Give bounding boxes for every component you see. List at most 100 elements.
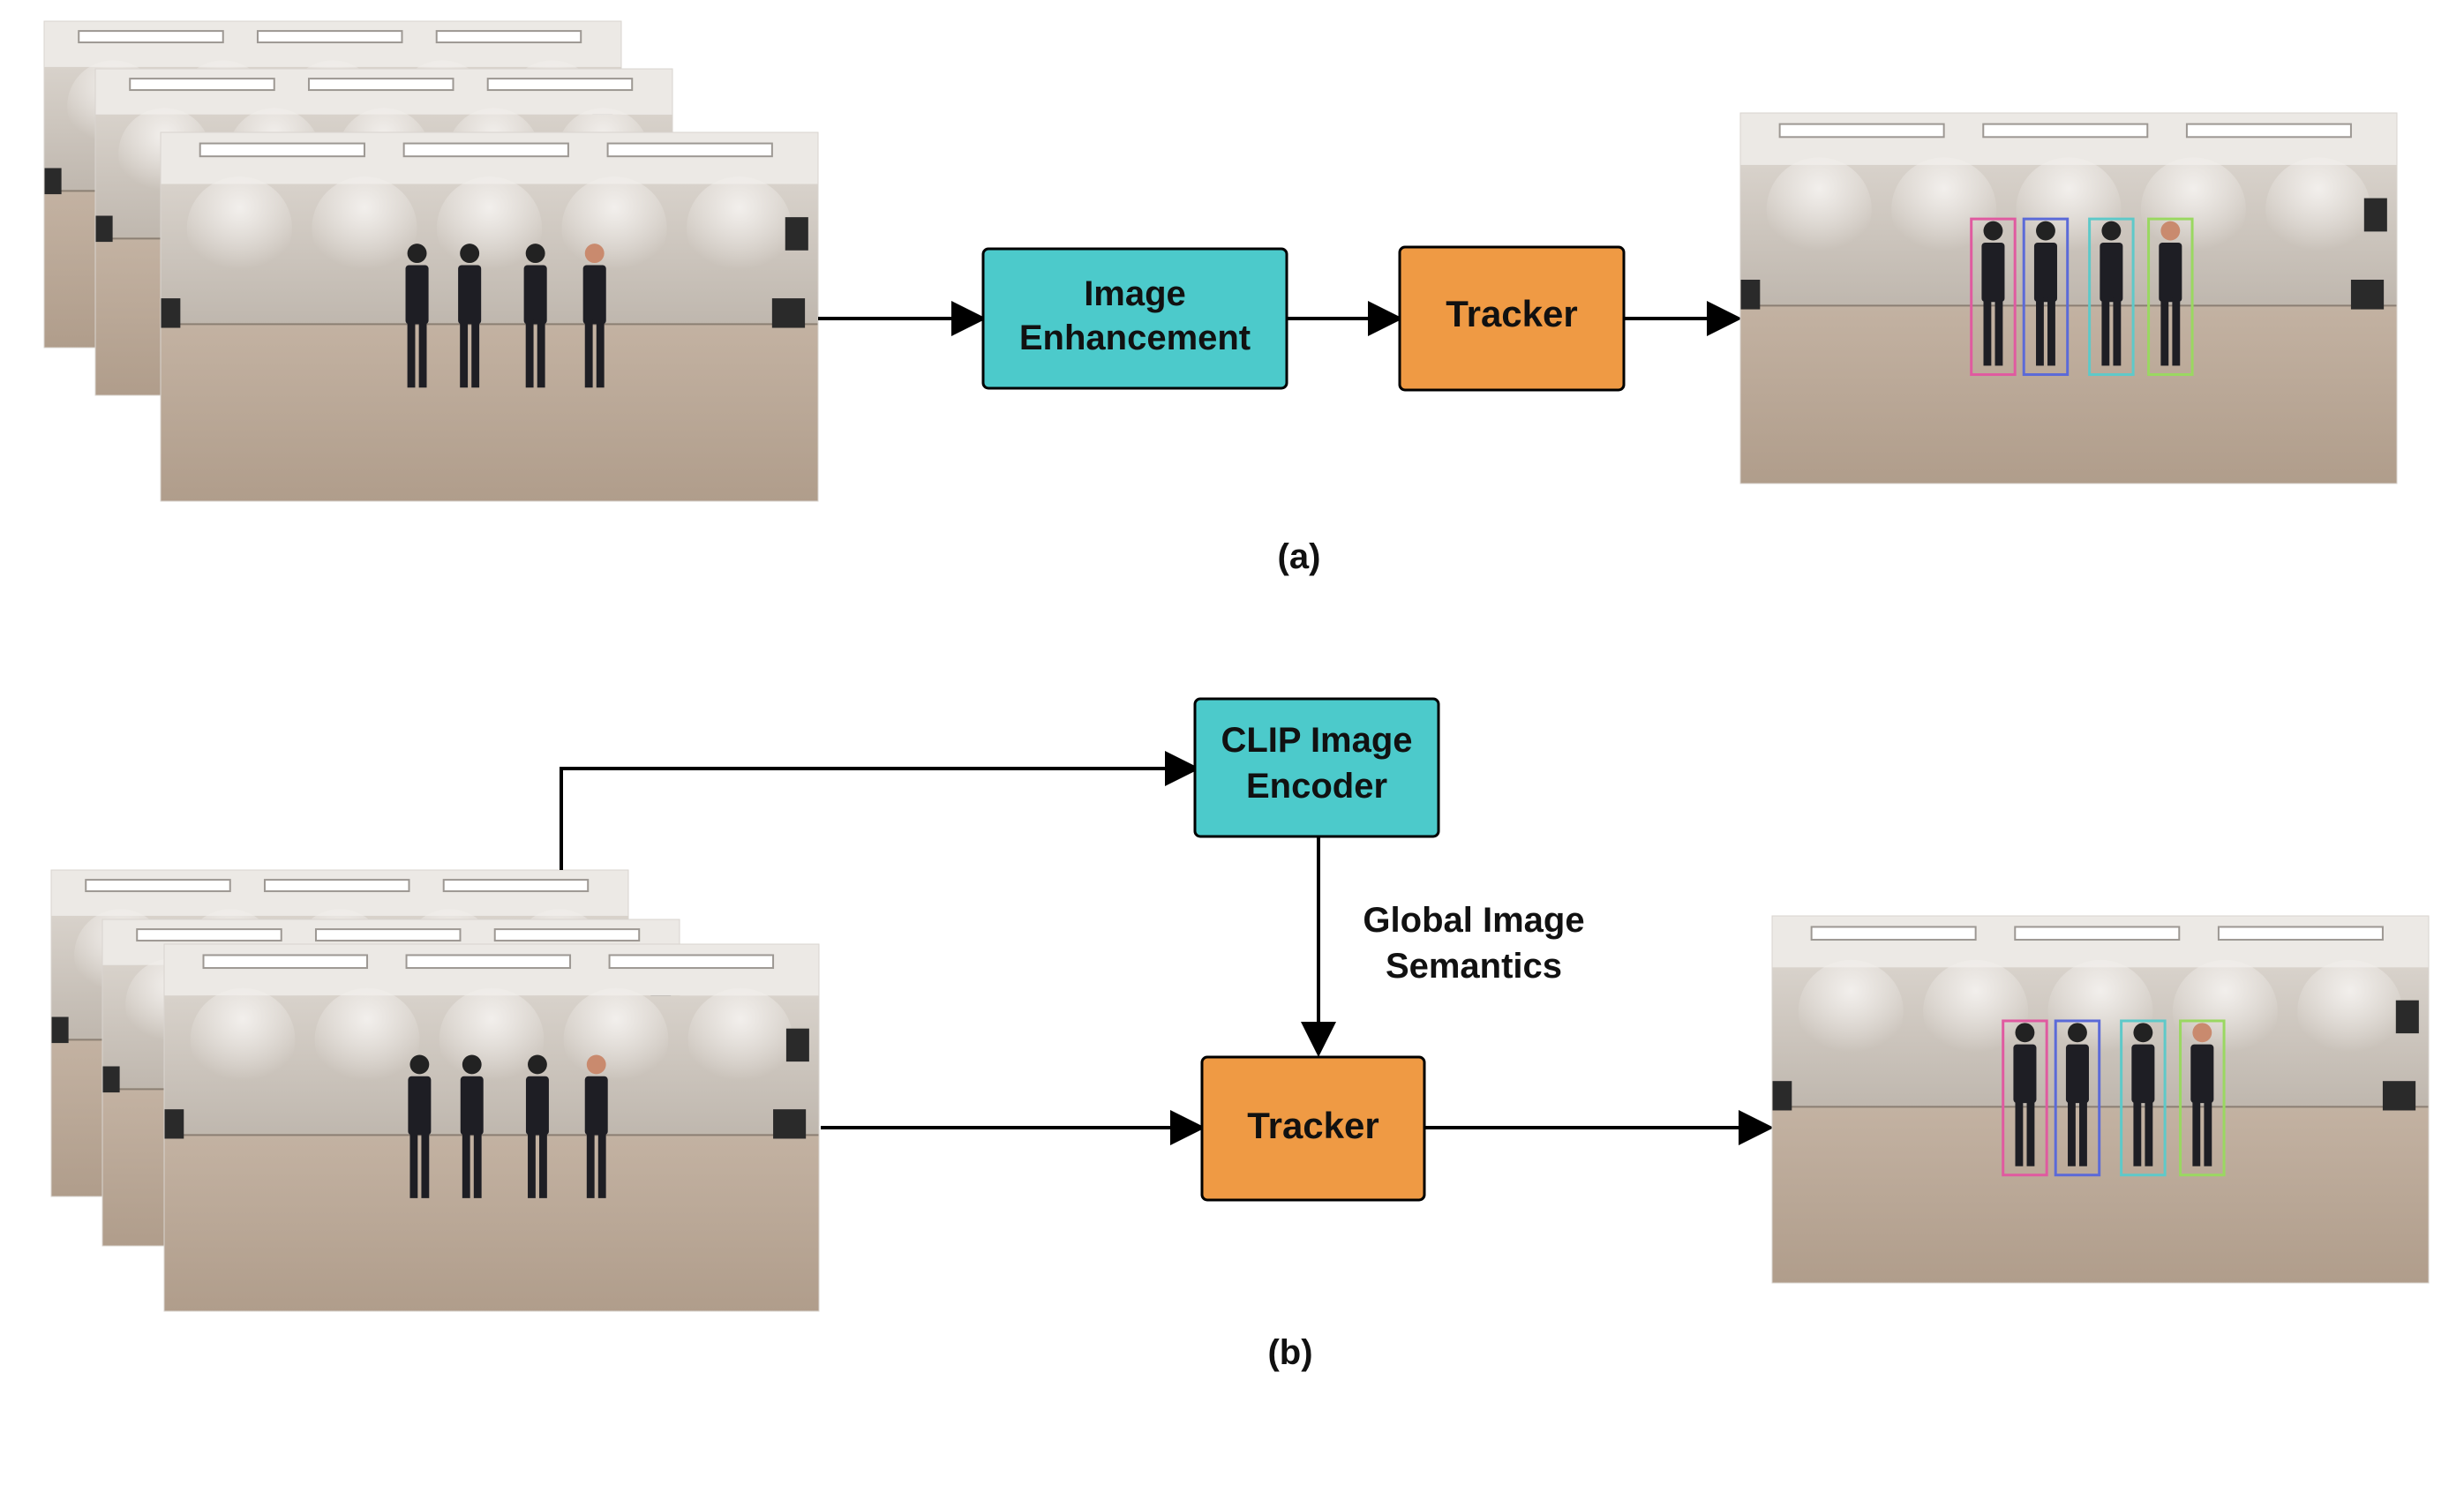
person-body [405,265,429,325]
frame-ceiling-light [1810,926,1977,941]
person-body [2013,1044,2037,1104]
frame-spotlight [186,176,292,281]
person-leg [2068,1099,2076,1166]
frame-ceiling-light [256,30,403,44]
frame-speaker [161,298,181,328]
person-leg [460,319,469,388]
frame-speaker [44,168,62,195]
person-leg [586,1130,595,1198]
frame-ceiling-light [606,142,773,158]
person-head [2101,221,2122,241]
person-body [2065,1044,2089,1104]
person-body [582,265,606,325]
person-leg [2145,1099,2153,1166]
frame-ceiling-light [405,954,572,970]
frame-spotlight [2265,157,2371,261]
person-leg [473,1130,482,1198]
frame-ceiling-light [85,879,231,893]
person-body [460,1076,484,1136]
person-leg [537,319,545,388]
person-body [458,265,482,325]
frame-ceiling [161,132,818,184]
person-leg [525,319,534,388]
frame-border [163,943,820,1312]
person-leg [539,1130,547,1198]
image-enhancement-label-line1: Image [1084,274,1186,313]
frame-spotlight [2297,959,2403,1063]
person-leg [2204,1099,2212,1166]
person-leg [462,1130,470,1198]
frame-ceiling-light [78,30,224,44]
person-head [1983,221,2003,241]
frame-spotlight [439,987,545,1091]
frame-ceiling-light [442,879,590,893]
tracking-box [2088,217,2135,377]
frame-ceiling [51,870,628,916]
panel-a-caption: (a) [1278,537,1321,576]
person-leg [2026,1099,2035,1166]
person-head [586,1054,606,1075]
frame-ceiling-light [2014,926,2181,941]
frame-spotlight [1798,959,1904,1063]
frame-ceiling-light [402,142,569,158]
frame-ceiling-light [263,879,410,893]
frame-spotlight [563,987,669,1091]
image-enhancement-box: Image Enhancement [981,247,1288,390]
frame-spotlight [190,987,296,1091]
frame-speaker [2382,1081,2416,1111]
frame-speaker [773,1109,807,1139]
person-leg [2036,297,2044,366]
tracking-box [2120,1019,2167,1177]
person-leg [2113,297,2122,366]
frame-speaker [2395,1000,2419,1034]
frame-ceiling-light [314,928,462,942]
image-enhancement-label-line2: Enhancement [1019,319,1251,357]
frame-speaker [1772,1081,1792,1111]
global-image-semantics-line2: Semantics [1386,947,1562,986]
person-head [407,244,427,264]
person-head [2133,1023,2153,1043]
person-head [409,1054,430,1075]
frame-border [1771,915,2430,1284]
frame-spotlight [1891,157,1997,261]
frame-ceiling-light [486,78,634,92]
panel-a: Image Enhancement Tracker (a) [43,20,2398,576]
person-body [408,1076,432,1136]
person-head [2036,221,2055,241]
person-body [525,1076,549,1136]
frame-speaker [164,1109,184,1139]
frame-ceiling-light [608,954,775,970]
tracked-output-frame [1771,915,2430,1284]
frame-speaker [1740,280,1761,310]
tracker-label-b: Tracker [1247,1105,1378,1146]
person-body [584,1076,608,1136]
tracking-box [2002,1019,2048,1177]
frame-spotlight [312,176,417,281]
person-leg [1994,297,2003,366]
frame-spotlight [687,987,793,1091]
frame-ceiling [1740,113,2397,165]
video-frame [160,131,819,502]
person-head [2068,1023,2087,1043]
frame-floor [161,324,818,501]
person-leg [597,1130,606,1198]
person-body [2159,243,2182,303]
frame-ceiling [44,21,621,67]
person-body [2100,243,2123,303]
frame-ceiling-light [493,928,641,942]
person-head [528,1054,547,1075]
arrow-frames-to-clip [560,751,1200,870]
global-image-semantics-line1: Global Image [1363,901,1584,940]
frame-ceiling-light [2217,926,2384,941]
person-head [584,244,605,264]
person-head [525,244,545,264]
person-leg [471,319,480,388]
tracking-box [2054,1019,2101,1177]
frame-spotlight [314,987,420,1091]
frame-spotlight [561,176,667,281]
tracked-output-frame [1739,112,2398,484]
person-leg [2047,297,2055,366]
frame-ceiling-light [1982,123,2149,139]
person-leg [418,319,427,388]
